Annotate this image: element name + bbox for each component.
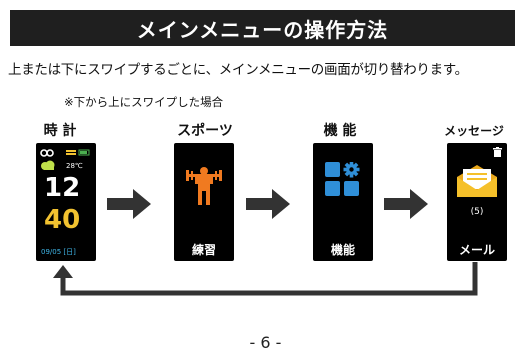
function-screen-text: 機能 xyxy=(330,243,355,257)
screen-label-function: 機 能 xyxy=(323,123,357,139)
function-grid-icon xyxy=(325,162,360,196)
description-text: 上または下にスワイプするごとに、メインメニューの画面が切り替わります。 xyxy=(8,62,468,78)
clock-date: 09/05 [日] xyxy=(41,248,76,256)
page-number: - 6 - xyxy=(249,333,282,352)
link-icon xyxy=(40,149,54,157)
trash-icon[interactable] xyxy=(493,147,502,157)
clock-minute: 40 xyxy=(44,205,81,235)
weightlifter-icon xyxy=(186,167,222,205)
mail-envelope-icon xyxy=(457,165,497,197)
arrow-right-icon xyxy=(384,189,428,219)
swipe-note: ※下から上にスワイプした場合 xyxy=(64,95,224,109)
temperature-text: 28℃ xyxy=(66,162,83,170)
message-screen[interactable]: (5) メール xyxy=(447,143,507,261)
screen-label-clock: 時 計 xyxy=(43,123,77,139)
weather-cloud-icon xyxy=(41,160,55,170)
arrow-right-icon xyxy=(246,189,290,219)
page-title: メインメニューの操作方法 xyxy=(136,17,389,42)
page-title-bar: メインメニューの操作方法 xyxy=(10,10,515,46)
clock-hour: 12 xyxy=(44,173,81,203)
sports-screen[interactable]: 練習 xyxy=(174,143,234,261)
status-icons xyxy=(66,149,90,156)
function-screen[interactable]: 機能 xyxy=(313,143,373,261)
screen-label-message: メッセージ xyxy=(444,124,504,138)
arrow-right-icon xyxy=(107,189,151,219)
screen-label-sports: スポーツ xyxy=(177,123,233,139)
clock-screen[interactable]: 28℃ 12 40 09/05 [日] xyxy=(36,143,96,261)
return-loop-arrow xyxy=(53,262,478,296)
message-screen-text: メール xyxy=(458,243,495,257)
sports-screen-text: 練習 xyxy=(191,243,216,257)
message-count: (5) xyxy=(470,207,484,217)
